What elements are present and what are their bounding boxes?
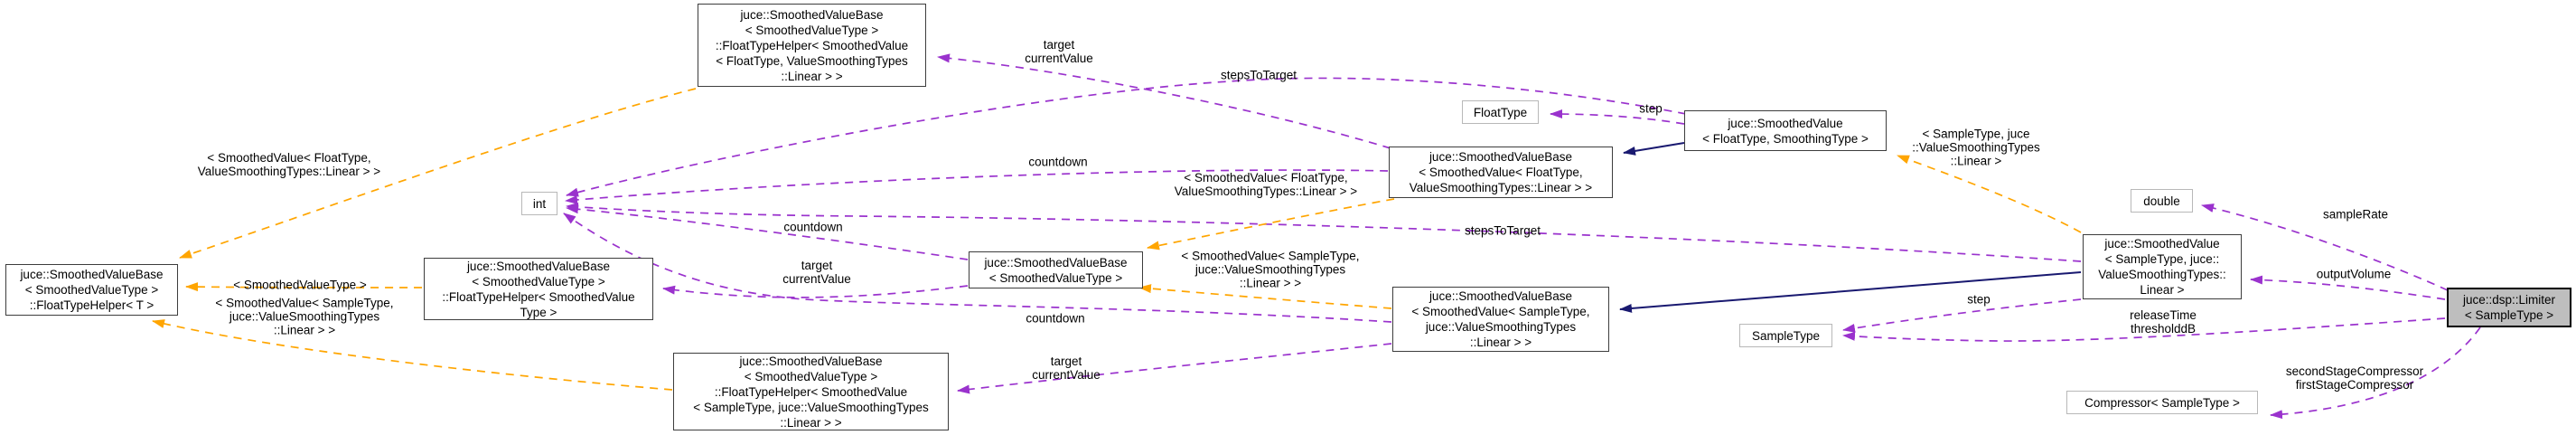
edge-inherit-sv-template	[1623, 142, 1685, 156]
edge-template-fth-float	[179, 88, 697, 259]
node-double: double	[2131, 189, 2193, 213]
node-compressor-sampletype: Compressor< SampleType >	[2066, 391, 2258, 414]
edge-template-fth-sample	[152, 319, 673, 391]
node-floattypehelper-smoothedvalue-float-linear[interactable]: juce::SmoothedValueBase < SmoothedValueT…	[698, 4, 926, 87]
edge-usage-secondstage	[2270, 326, 2481, 420]
edge-usage-target-mid	[662, 285, 969, 298]
node-floattypehelper-t[interactable]: juce::SmoothedValueBase < SmoothedValueT…	[5, 264, 178, 316]
edge-template-svb-float	[1147, 198, 1395, 251]
edge-usage-stepstotarget-mid	[566, 202, 2082, 262]
node-limiter-current: juce::dsp::Limiter < SampleType >	[2447, 288, 2571, 327]
edge-usage-stepstotarget-top	[566, 77, 1687, 197]
edge-usage-releasetime	[1842, 317, 2446, 342]
edge-usage-step-top	[1550, 109, 1685, 125]
node-smoothedvaluebase-float-linear[interactable]: juce::SmoothedValueBase < SmoothedValue<…	[1389, 147, 1613, 198]
edge-usage-countdown-mid	[566, 204, 969, 260]
edge-template-fth-svtype	[185, 282, 423, 292]
node-floattype: FloatType	[1462, 100, 1539, 124]
node-floattypehelper-smoothedvaluetype[interactable]: juce::SmoothedValueBase < SmoothedValueT…	[424, 258, 653, 320]
edge-usage-countdown-top	[565, 169, 1389, 204]
node-int: int	[521, 192, 557, 215]
edge-inherit-sv-sampletype	[1619, 271, 2082, 313]
edge-usage-outputvolume	[2250, 275, 2446, 300]
node-sampletype: SampleType	[1739, 324, 1832, 347]
edge-usage-target-top	[937, 53, 1391, 149]
node-smoothedvalue-template[interactable]: juce::SmoothedValue < FloatType, Smoothi…	[1684, 110, 1887, 151]
edge-usage-step-bottom	[1842, 298, 2082, 333]
node-smoothedvalue-sampletype-linear[interactable]: juce::SmoothedValue < SampleType, juce::…	[2083, 234, 2242, 299]
node-floattypehelper-smoothedvalue-sample-linear[interactable]: juce::SmoothedValueBase < SmoothedValueT…	[673, 353, 949, 430]
edge-template-svb-sample	[1138, 284, 1392, 309]
edge-usage-samplerate	[2201, 203, 2449, 291]
edge-usage-target-bottom	[957, 343, 1392, 394]
node-smoothedvaluebase-template[interactable]: juce::SmoothedValueBase < SmoothedValueT…	[969, 251, 1143, 288]
node-smoothedvaluebase-sample-linear[interactable]: juce::SmoothedValueBase < SmoothedValue<…	[1392, 287, 1609, 352]
edge-template-sv-sample	[1897, 155, 2082, 233]
